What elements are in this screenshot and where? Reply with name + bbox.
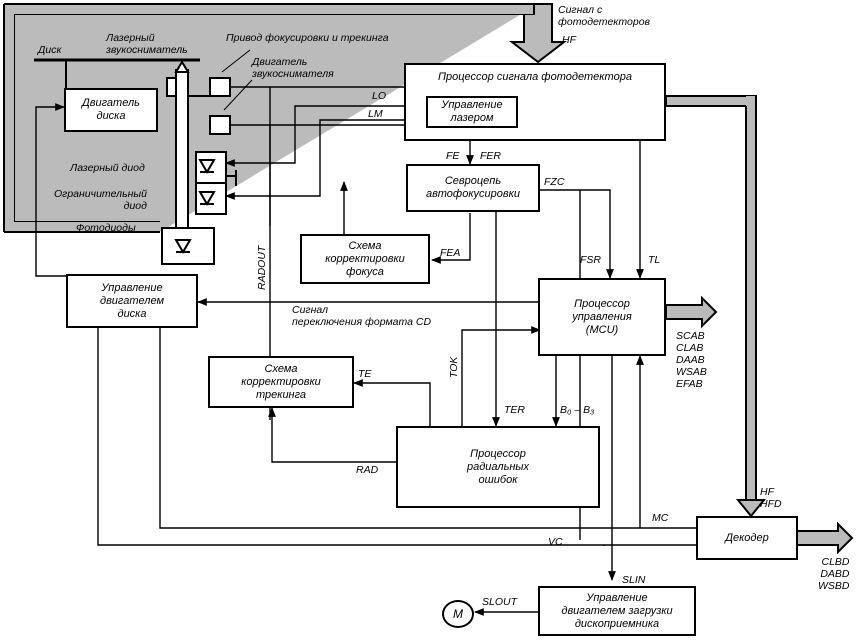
radial-error-processor-block: Процессор радиальных ошибок (396, 426, 600, 508)
limiting-diode-label: Ограничительный диод (54, 188, 147, 212)
signal-fe: FE (446, 150, 460, 162)
motor-symbol: M (442, 600, 474, 628)
decoder-block: Декодер (696, 516, 798, 560)
signal-slout: SLOUT (482, 596, 518, 608)
signal-mcu-bus: SCAB CLAB DAAB WSAB EFAB (676, 330, 707, 390)
signal-decoder-bus: CLBD DABD WSBD (818, 556, 850, 592)
signal-fea: FEA (440, 247, 461, 259)
signal-ter: TER (504, 404, 525, 416)
signal-slin: SLIN (622, 574, 646, 586)
signal-wires (35, 86, 698, 616)
signal-fer: FER (480, 150, 501, 162)
signal-hf: HF (562, 34, 576, 46)
signal-lm: LM (368, 108, 383, 120)
laser-control-block: Управление лазером (426, 96, 518, 128)
disc-label: Диск (38, 44, 62, 56)
signal-hf-hfd: HF HFD (760, 486, 782, 510)
signal-tok: TOK (448, 356, 460, 378)
photodetector-signal-label: Сигнал с фотодетекторов (558, 4, 651, 28)
disc-motor-control-block: Управление двигателем диска (66, 274, 198, 328)
focus-tracking-drive-label: Привод фокусировки и трекинга (226, 32, 389, 44)
disc-and-pickup (34, 49, 253, 265)
signal-rad: RAD (356, 464, 379, 476)
signal-radout: RADOUT (256, 245, 268, 290)
tracking-correction-block: Схема корректировки трекинга (208, 356, 354, 408)
laser-diode-label: Лазерный диод (70, 162, 145, 174)
signal-lo: LO (372, 90, 387, 102)
signal-vc: VC (548, 536, 563, 548)
signal-mc: MC (652, 512, 669, 524)
format-switch-signal-label: Сигнал переключения формата CD (292, 304, 432, 328)
disc-motor-block: Двигатель диска (64, 88, 158, 132)
mcu-block: Процессор управления (MCU) (538, 278, 666, 356)
focus-correction-block: Схема корректировки фокуса (300, 234, 430, 284)
signal-te: TE (358, 368, 372, 380)
laser-pickup-label: Лазерный звукосниматель (106, 32, 188, 56)
photodiodes-label: Фотодиоды (76, 222, 136, 234)
tray-motor-control-block: Управление двигателем загрузки дископрие… (538, 586, 696, 636)
bus-arrows (665, 295, 854, 555)
pickup-motor-label: Двигатель звукоснимателя (252, 56, 334, 80)
signal-fzc: FZC (544, 176, 565, 188)
signal-fsr: FSR (580, 254, 601, 266)
signal-tl: TL (648, 254, 661, 266)
autofocus-servo-block: Севроцепь автофокусировки (406, 164, 540, 212)
signal-b0-b3: B₀ – B₃ (560, 404, 595, 416)
